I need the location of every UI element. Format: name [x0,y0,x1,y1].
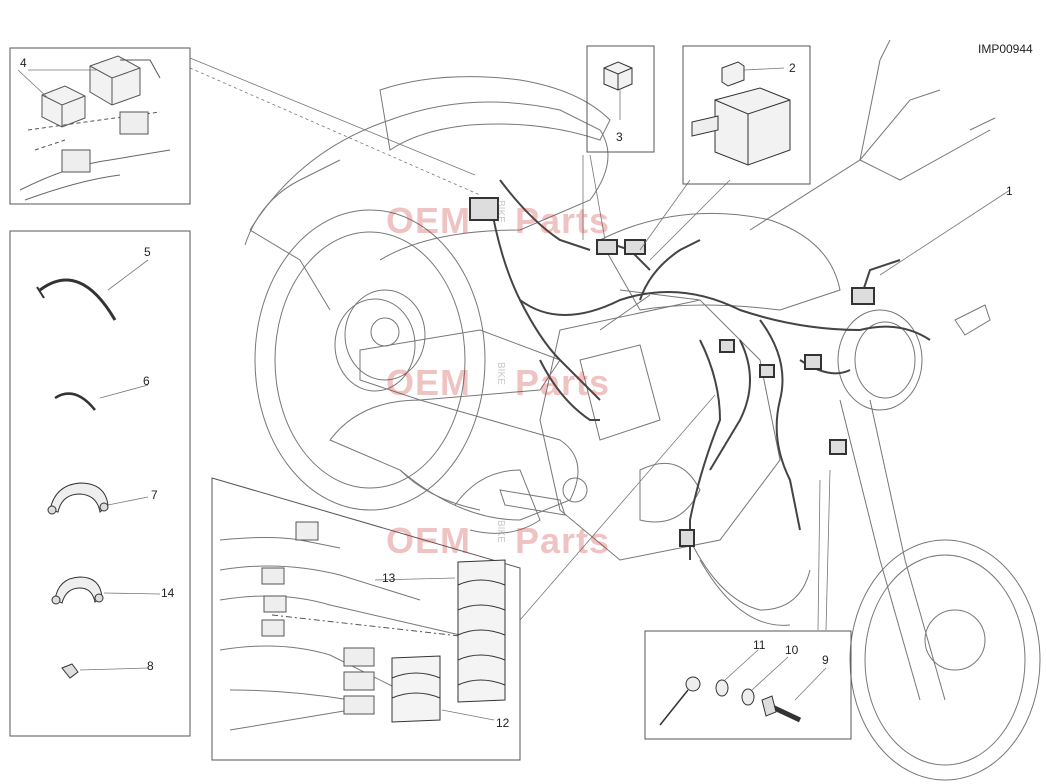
inset-ties-box [9,230,191,737]
watermark-bike: BIKE [495,520,506,543]
callout-14: 14 [161,586,175,600]
diagram-code: IMP00944 [978,42,1033,56]
inset-fuse-box [586,45,655,153]
motorcycle-outline [244,39,1041,781]
callout-4: 4 [20,56,27,70]
inset-fusebox-box [682,45,811,185]
inset-ground-bolt-box [644,630,852,740]
callout-12: 12 [496,716,510,730]
callout-10: 10 [785,643,799,657]
callout-6: 6 [143,374,150,388]
inset-connector-box [211,477,521,761]
callout-11: 11 [753,638,766,652]
callout-8: 8 [147,659,154,673]
watermark-parts: Parts [515,520,611,561]
watermark-parts: Parts [515,200,611,241]
callout-3: 3 [616,130,623,144]
inset-relay-box [9,47,191,205]
callout-9: 9 [822,653,829,667]
wiring-harness [469,179,931,560]
watermark-bike: BIKE [495,362,506,385]
tie-leaders [17,67,785,721]
watermark-parts: Parts [515,362,611,403]
callout-7: 7 [151,488,158,502]
callout-2: 2 [789,61,796,75]
watermark-oem: OEM [386,200,472,241]
callout-1: 1 [1006,184,1013,198]
watermark-oem: OEM [386,520,472,561]
callout-5: 5 [144,245,151,259]
callout-13: 13 [382,571,396,585]
watermark-bike: BIKE [495,200,506,223]
watermark-oem: OEM [386,362,472,403]
